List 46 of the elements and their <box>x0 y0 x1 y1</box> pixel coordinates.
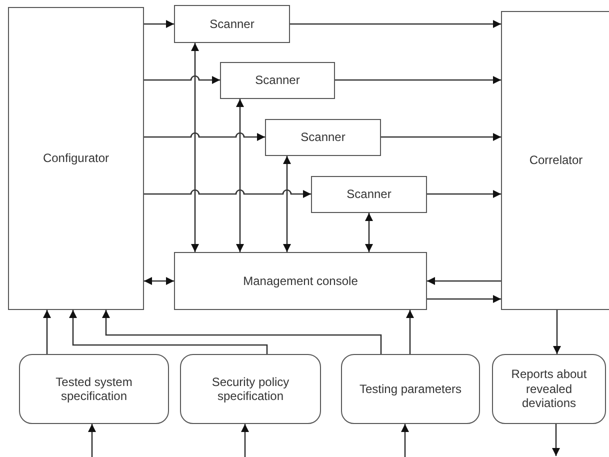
process-box <box>311 176 427 213</box>
arrow <box>144 20 174 28</box>
arrow <box>144 132 265 141</box>
document-box <box>180 354 321 424</box>
node-label: Tested system specification <box>54 374 134 404</box>
document-box <box>341 354 480 424</box>
arrow <box>406 310 414 354</box>
node-label: Reports about revealed deviations <box>510 367 588 411</box>
node-label: Scanner <box>346 187 392 202</box>
arrow <box>144 75 220 84</box>
arrow <box>381 133 501 141</box>
document-box <box>492 354 606 424</box>
arrow <box>290 20 501 28</box>
arrow <box>236 99 244 252</box>
node-label: Correlator <box>528 153 584 168</box>
arrow <box>283 156 291 252</box>
process-box <box>174 5 290 43</box>
arrow <box>552 424 560 456</box>
process-box <box>174 252 427 310</box>
arrow <box>144 189 311 198</box>
document-box <box>19 354 169 424</box>
arrow <box>144 277 174 285</box>
arrow <box>102 310 382 354</box>
arrow <box>427 277 501 285</box>
process-box <box>265 119 381 156</box>
arrow <box>427 190 501 198</box>
arrow <box>365 213 373 252</box>
arrow <box>191 43 199 252</box>
node-label: Scanner <box>300 130 346 145</box>
arrow <box>241 424 249 457</box>
arrow <box>401 424 409 457</box>
arrow <box>88 424 96 457</box>
node-label: Configurator <box>42 151 110 166</box>
node-label: Scanner <box>254 73 301 88</box>
arrow <box>335 76 501 84</box>
arrow <box>69 310 268 354</box>
node-label: Scanner <box>208 16 256 32</box>
process-box <box>501 11 609 310</box>
node-label: Management console <box>242 274 359 288</box>
node-label: Testing parameters <box>358 382 463 396</box>
process-box <box>8 7 144 310</box>
arrow <box>427 295 501 303</box>
arrow <box>553 310 561 354</box>
arrow <box>43 310 51 354</box>
process-box <box>220 62 335 99</box>
node-label: Security policy specification <box>210 374 290 404</box>
